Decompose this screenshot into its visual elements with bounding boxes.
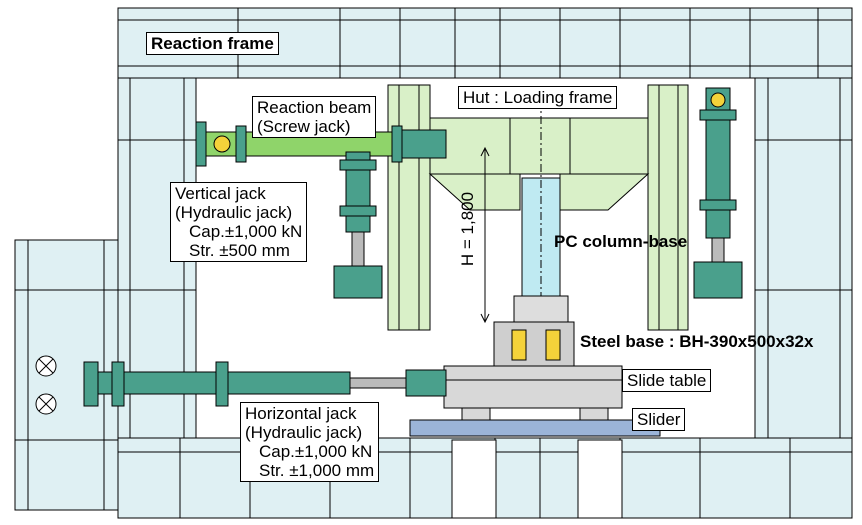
height-dimension-line — [480, 146, 490, 324]
steel-base — [493, 321, 575, 369]
reaction-floor — [117, 437, 853, 519]
slide-table — [443, 365, 623, 409]
horizontal-jack-stroke: Str. ±1,000 mm — [259, 461, 375, 480]
horizontal-jack — [83, 361, 447, 407]
slider — [409, 407, 661, 437]
height-label: H = 1,800 — [458, 191, 478, 267]
reaction-beam-line2: (Screw jack) — [257, 117, 351, 136]
vertical-jack-stroke: Str. ±500 mm — [189, 241, 290, 260]
vertical-jack-label: Vertical jack (Hydraulic jack) Cap.±1,00… — [170, 182, 308, 262]
vertical-jack-line2: (Hydraulic jack) — [175, 203, 293, 222]
vertical-jack-capacity: Cap.±1,000 kN — [189, 222, 303, 241]
reaction-beam-label: Reaction beam (Screw jack) — [252, 96, 377, 138]
slider-label: Slider — [632, 408, 686, 431]
pc-column-label: PC column-base — [554, 232, 688, 251]
horizontal-jack-label: Horizontal jack (Hydraulic jack) Cap.±1,… — [240, 402, 380, 482]
vertical-jack-line1: Vertical jack — [175, 184, 266, 203]
horizontal-jack-line1: Horizontal jack — [245, 404, 357, 423]
horizontal-jack-line2: (Hydraulic jack) — [245, 423, 363, 442]
slide-table-label: Slide table — [622, 369, 712, 392]
reaction-beam-line1: Reaction beam — [257, 98, 372, 117]
pc-column — [513, 100, 569, 330]
left-vertical-jack — [333, 151, 383, 299]
hut-label: Hut : Loading frame — [458, 86, 618, 109]
reaction-frame-label: Reaction frame — [146, 32, 279, 55]
right-vertical-jack — [693, 87, 743, 299]
horizontal-jack-capacity: Cap.±1,000 kN — [259, 442, 373, 461]
steel-base-label: Steel base : BH-390x500x32x — [580, 332, 814, 351]
